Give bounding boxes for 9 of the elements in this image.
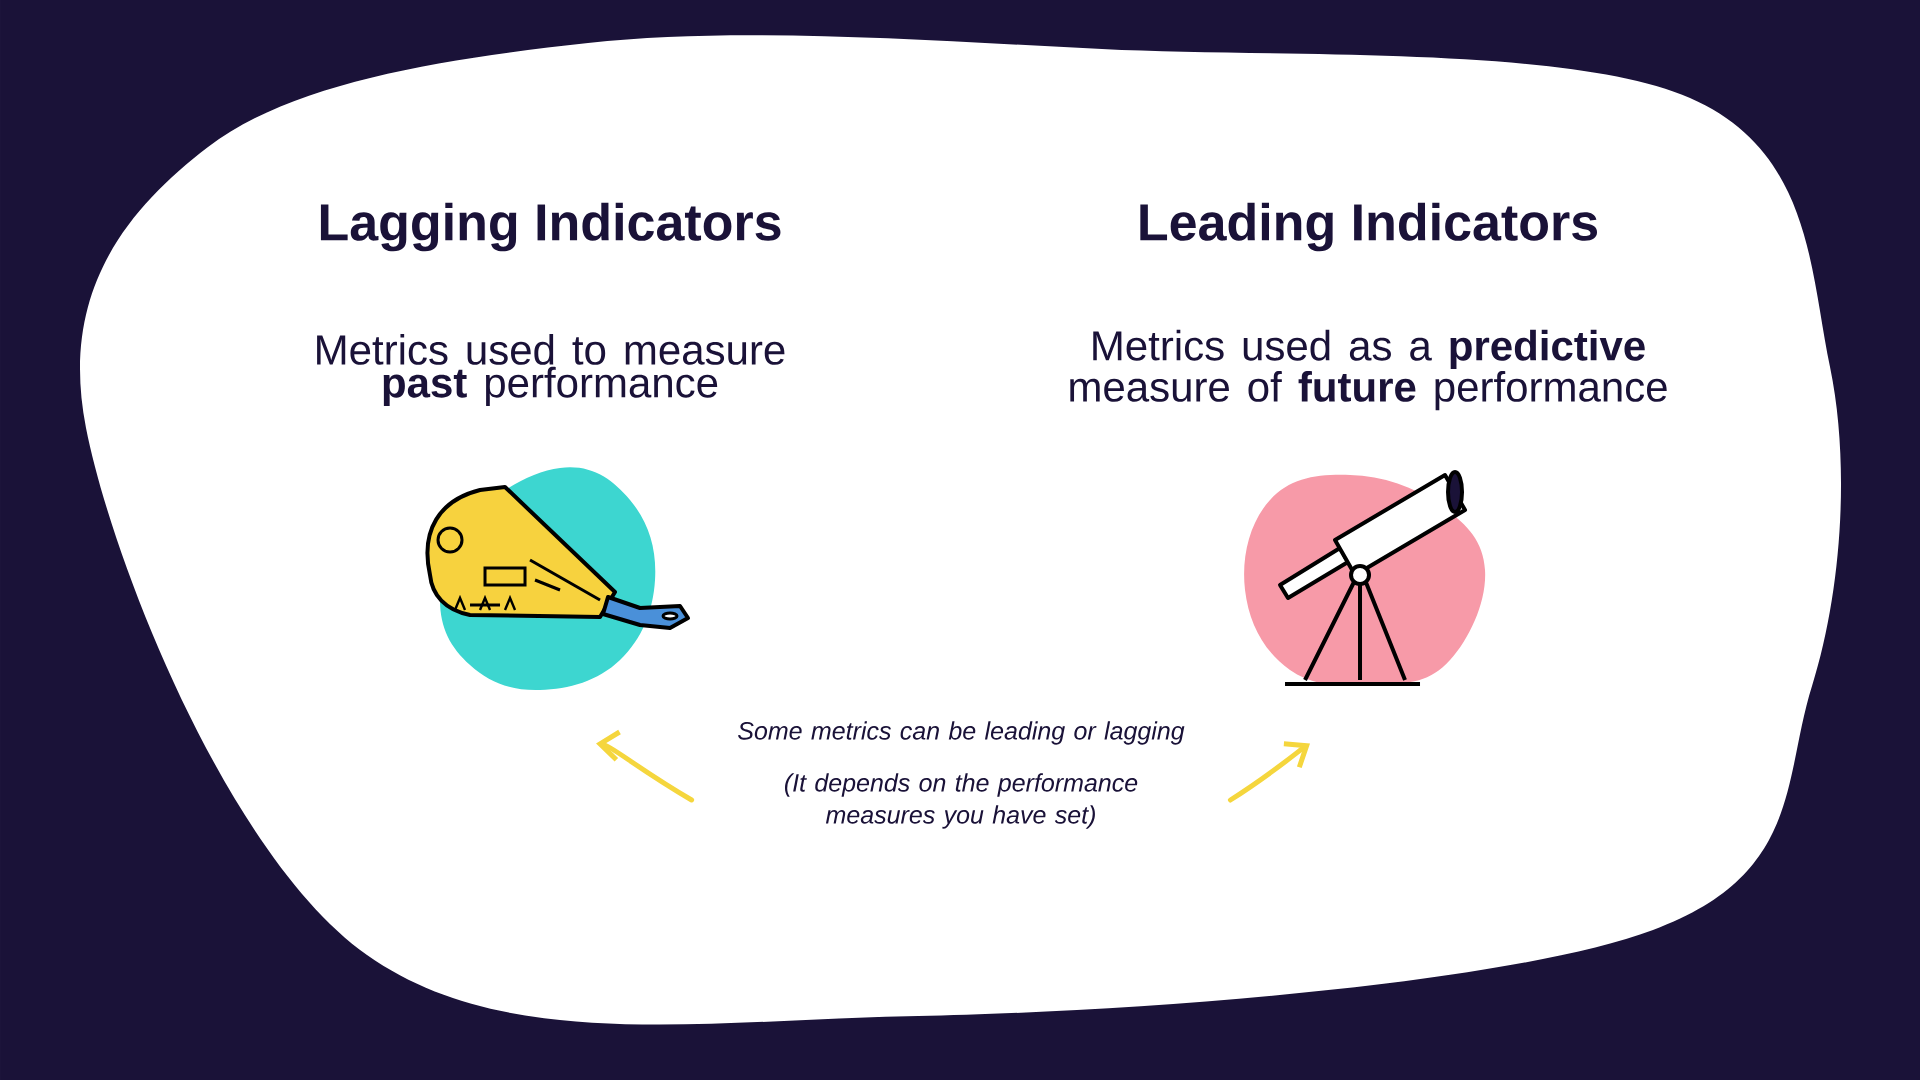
heading: Lagging Indicators — [320, 202, 781, 252]
telescope-drawing — [1244, 470, 1486, 687]
heading: Leading Indicators — [1140, 202, 1597, 252]
description: Metrics used as a predictive measure of future performance — [1070, 329, 1667, 411]
curved-arrow — [1227, 741, 1310, 803]
description: Metrics used to measure past performance — [317, 334, 785, 406]
note-text: Some metrics can be leading or lagging (It depends on the performance measures you have set) — [738, 721, 1185, 829]
curved-arrow — [596, 729, 695, 803]
megaphone-drawing — [425, 467, 690, 691]
